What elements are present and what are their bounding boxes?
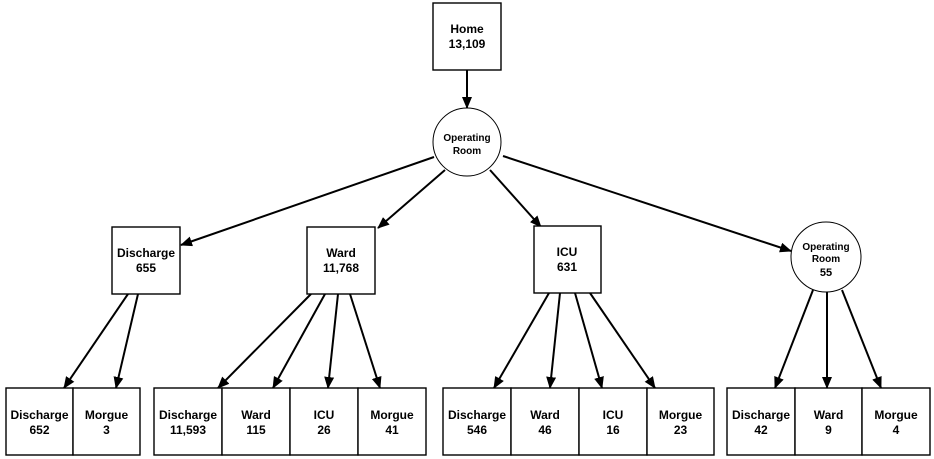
- leaf-ward-morgue-label: Morgue: [370, 408, 414, 422]
- node-operating-room-2-line2: Room: [812, 254, 840, 265]
- node-home: Home 13,109: [432, 2, 502, 71]
- node-operating-room: Operating Room: [432, 107, 502, 177]
- edge-discharge-to-discharge: [63, 293, 129, 389]
- edge-operating-room-2-to-morgue: [841, 289, 882, 389]
- edge-operating-room-to-ward: [377, 169, 446, 229]
- leaf-operating-room-morgue: [861, 387, 931, 456]
- node-ward-count: 11,768: [323, 261, 359, 275]
- leaf-ward-icu-count: 26: [317, 423, 331, 437]
- edge-icu-to-ward: [546, 292, 561, 389]
- leaf-discharge-discharge-label: Discharge: [10, 408, 68, 422]
- node-discharge-label: Discharge: [117, 246, 175, 260]
- leaf-ward-ward-count: 115: [246, 423, 266, 437]
- edge-icu-to-morgue: [589, 292, 656, 389]
- edge-operating-room-to-icu: [489, 169, 542, 228]
- group-from-discharge: Discharge 652 Morgue 3: [5, 387, 141, 456]
- leaf-icu-ward-label: Ward: [530, 408, 560, 422]
- leaf-icu-ward: [510, 387, 580, 456]
- leaf-discharge-morgue-count: 3: [103, 423, 110, 437]
- leaf-icu-morgue-count: 23: [674, 423, 688, 437]
- group-from-icu: Discharge 546 Ward 46 ICU 16 Morgue 23: [442, 387, 715, 456]
- leaf-ward-ward: [221, 387, 291, 456]
- leaf-icu-morgue-label: Morgue: [659, 408, 703, 422]
- leaf-icu-morgue: [646, 387, 715, 456]
- node-discharge: Discharge 655: [111, 226, 181, 295]
- edge-ward-to-ward: [272, 293, 326, 389]
- leaf-operating-room-ward-label: Ward: [814, 408, 844, 422]
- leaf-ward-ward-label: Ward: [241, 408, 271, 422]
- group-from-ward: Discharge 11,593 Ward 115 ICU 26 Morgue …: [153, 387, 427, 456]
- edge-ward-to-morgue: [349, 293, 382, 389]
- leaf-icu-ward-count: 46: [538, 423, 552, 437]
- node-home-label: Home: [450, 22, 484, 36]
- edge-icu-to-discharge: [493, 292, 550, 389]
- node-ward: Ward 11,768: [306, 226, 376, 295]
- leaf-icu-discharge-label: Discharge: [448, 408, 506, 422]
- leaf-icu-icu-label: ICU: [603, 408, 624, 422]
- leaf-icu-icu: [578, 387, 648, 456]
- leaf-ward-morgue: [357, 387, 427, 456]
- edges: [63, 70, 882, 389]
- node-home-count: 13,109: [449, 37, 486, 51]
- node-operating-room-2-count: 55: [820, 267, 832, 279]
- edge-discharge-to-morgue: [113, 293, 139, 389]
- node-discharge-count: 655: [136, 261, 156, 275]
- leaf-operating-room-discharge-count: 42: [754, 423, 768, 437]
- leaf-operating-room-discharge-label: Discharge: [732, 408, 790, 422]
- leaf-operating-room-ward: [794, 387, 863, 456]
- edge-icu-to-icu: [574, 292, 604, 389]
- leaf-ward-discharge-count: 11,593: [170, 423, 206, 437]
- leaf-operating-room-ward-count: 9: [825, 423, 832, 437]
- group-from-operating-room: Discharge 42 Ward 9 Morgue 4: [726, 387, 931, 456]
- leaf-ward-discharge-label: Discharge: [159, 408, 217, 422]
- leaf-discharge-morgue: [72, 387, 141, 456]
- node-icu-label: ICU: [557, 245, 578, 259]
- node-icu-count: 631: [557, 260, 577, 274]
- edge-ward-to-discharge: [217, 293, 312, 389]
- leaf-ward-icu: [289, 387, 359, 456]
- leaf-operating-room-morgue-label: Morgue: [874, 408, 918, 422]
- node-ward-label: Ward: [326, 246, 356, 260]
- edge-operating-room-to-operating-room: [502, 155, 792, 253]
- leaf-discharge-discharge-count: 652: [29, 423, 49, 437]
- leaf-ward-discharge: [153, 387, 223, 456]
- leaf-icu-icu-count: 16: [606, 423, 620, 437]
- leaf-operating-room-morgue-count: 4: [893, 423, 900, 437]
- node-operating-room-2: Operating Room 55: [790, 221, 862, 293]
- leaf-ward-morgue-count: 41: [385, 423, 399, 437]
- edge-operating-room-2-to-discharge: [774, 289, 814, 389]
- leaf-icu-discharge: [442, 387, 512, 456]
- node-operating-room-line1: Operating: [443, 133, 490, 144]
- node-icu: ICU 631: [533, 225, 602, 294]
- edge-ward-to-icu: [324, 293, 339, 389]
- edge-operating-room-to-discharge: [180, 156, 435, 247]
- leaf-icu-discharge-count: 546: [467, 423, 487, 437]
- node-operating-room-line2: Room: [453, 146, 481, 157]
- node-operating-room-2-line1: Operating: [802, 242, 849, 253]
- leaf-operating-room-discharge: [726, 387, 796, 456]
- leaf-ward-icu-label: ICU: [314, 408, 335, 422]
- leaf-discharge-morgue-label: Morgue: [85, 408, 129, 422]
